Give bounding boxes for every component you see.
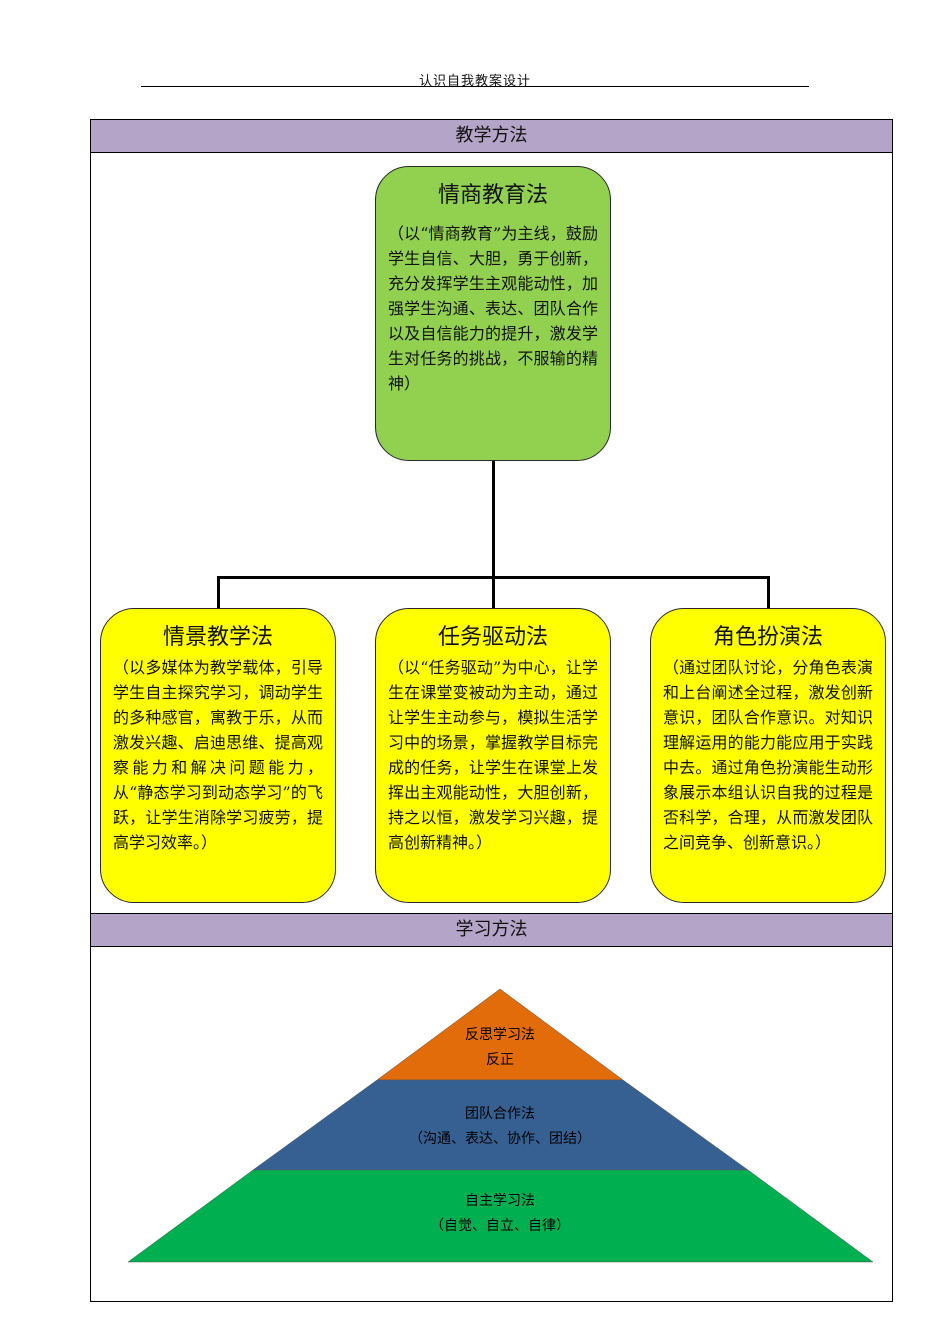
teaching-methods-heading: 教学方法 <box>90 119 893 153</box>
pyramid-bottom-title: 自主学习法 <box>465 1193 535 1209</box>
pyramid-bottom-subtitle: （自觉、自立、自律） <box>430 1218 570 1234</box>
sub-method-box-roleplay: 角色扮演法 （通过团队讨论，分角色表演和上台阐述全过程，激发创新意识，团队合作意… <box>650 608 886 903</box>
main-method-description: （以“情商教育”为主线，鼓励学生自信、大胆，勇于创新，充分发挥学生主观能动性，加… <box>388 224 598 394</box>
sub-method-title: 情景教学法 <box>162 625 273 650</box>
sub-method-title: 任务驱动法 <box>437 625 548 650</box>
learning-methods-heading: 学习方法 <box>90 913 893 947</box>
pyramid-top-subtitle: 反正 <box>486 1052 514 1068</box>
sub-method-box-task: 任务驱动法 （以“任务驱动”为中心，让学生在课堂变被动为主动，通过让学生主动参与… <box>375 608 611 903</box>
pyramid-middle-title: 团队合作法 <box>465 1106 535 1122</box>
header-divider <box>141 86 809 87</box>
tree-connector-middle <box>492 576 495 608</box>
sub-method-description: （以多媒体为教学载体，引导学生自主探究学习，调动学生的多种感官，寓教于乐，从而激… <box>113 658 323 853</box>
pyramid-middle-layer <box>252 1079 749 1171</box>
main-method-box: 情商教育法 （以“情商教育”为主线，鼓励学生自信、大胆，勇于创新，充分发挥学生主… <box>375 166 611 461</box>
main-method-title: 情商教育法 <box>437 183 548 208</box>
pyramid-bottom-layer <box>127 1169 874 1263</box>
pyramid-middle-subtitle: （沟通、表达、协作、团结） <box>409 1131 591 1147</box>
sub-method-box-scenario: 情景教学法 （以多媒体为教学载体，引导学生自主探究学习，调动学生的多种感官，寓教… <box>100 608 336 903</box>
sub-method-title: 角色扮演法 <box>712 625 823 650</box>
sub-method-description: （以“任务驱动”为中心，让学生在课堂变被动为主动，通过让学生主动参与，模拟生活学… <box>388 658 598 853</box>
document-header-title: 认识自我教案设计 <box>418 74 531 89</box>
tree-connector-vertical <box>492 461 495 579</box>
pyramid-top-title: 反思学习法 <box>465 1027 535 1043</box>
tree-connector-left <box>217 576 220 608</box>
tree-connector-right <box>767 576 770 608</box>
sub-method-description: （通过团队讨论，分角色表演和上台阐述全过程，激发创新意识，团队合作意识。对知识理… <box>663 658 873 853</box>
